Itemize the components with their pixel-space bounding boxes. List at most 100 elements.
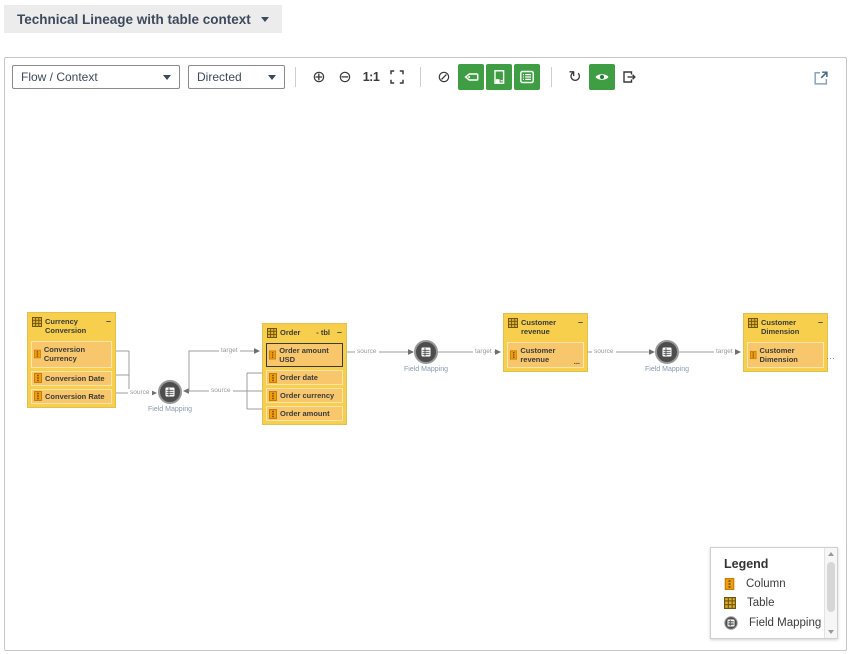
table-title: Currency Conversion: [45, 317, 87, 336]
column-label: Customer Dimension: [759, 345, 798, 364]
column-row[interactable]: Order amount: [266, 406, 343, 421]
open-external-button[interactable]: [808, 65, 832, 89]
zoom-out-button[interactable]: ⊖: [333, 65, 357, 89]
scrollbar-thumb[interactable]: [827, 562, 835, 612]
direction-value: Directed: [197, 70, 242, 84]
column-icon: [510, 350, 518, 360]
field-mapping-icon: [662, 347, 672, 357]
disable-button[interactable]: ⊘: [432, 65, 456, 89]
show-details-toggle[interactable]: [486, 64, 512, 90]
column-row[interactable]: Order date: [266, 370, 343, 385]
field-mapping-label: Field Mapping: [404, 366, 448, 373]
column-row[interactable]: Customer Dimension: [747, 341, 824, 368]
column-row[interactable]: Conversion Rate: [31, 388, 112, 404]
continuation-ellipsis: ⋯: [826, 353, 836, 363]
column-label: Conversion Date: [45, 373, 105, 383]
visibility-toggle[interactable]: [589, 64, 615, 90]
column-icon: [750, 350, 757, 359]
table-icon: [508, 318, 518, 328]
column-row-selected[interactable]: Order amount USD: [266, 343, 343, 367]
lineage-toolbar: Flow / Context Directed ⊕ ⊖ 1:1 ⊘: [5, 58, 846, 92]
column-label: Conversion Currency: [43, 345, 86, 364]
table-icon: [267, 328, 277, 338]
field-mapping-icon: [421, 347, 431, 357]
view-mode-select[interactable]: Flow / Context: [12, 65, 180, 89]
column-row[interactable]: Conversion Date: [31, 370, 112, 386]
table-title: Customer Dimension: [761, 318, 800, 337]
fit-to-screen-icon: [390, 70, 404, 84]
table-node-header: Order - tbl –: [266, 326, 343, 340]
column-label: Order date: [280, 373, 318, 382]
document-icon: [494, 70, 505, 84]
collapse-toggle[interactable]: –: [817, 317, 823, 327]
field-mapping-node[interactable]: [655, 340, 679, 364]
legend-panel: Legend Column Table Field Mapping: [710, 547, 838, 639]
edge-label: source: [592, 348, 616, 356]
column-label: Order amount: [280, 409, 330, 418]
column-label: Order currency: [280, 391, 335, 400]
scroll-up-icon[interactable]: [828, 552, 834, 556]
direction-select[interactable]: Directed: [188, 65, 285, 89]
table-node-customer-dimension[interactable]: Customer Dimension – Customer Dimension: [743, 313, 828, 372]
legend-scrollbar[interactable]: [824, 548, 837, 638]
show-labels-toggle[interactable]: [458, 64, 484, 90]
column-row[interactable]: Customer revenue ...: [507, 341, 584, 368]
tag-icon: [464, 73, 479, 81]
legend-label: Table: [747, 597, 775, 609]
column-icon: [34, 349, 41, 359]
refresh-icon: ↻: [568, 67, 582, 86]
edge-label: target: [219, 347, 240, 355]
truncation-ellipsis: ...: [573, 356, 580, 366]
field-mapping-node[interactable]: [414, 340, 438, 364]
column-icon: [269, 350, 277, 360]
column-icon: [34, 391, 42, 402]
legend-item-field-mapping: Field Mapping: [724, 616, 837, 630]
eye-icon: [595, 74, 609, 80]
field-mapping-label: Field Mapping: [148, 406, 192, 413]
fit-to-screen-button[interactable]: [385, 65, 409, 89]
one-to-one-icon: 1:1: [362, 70, 380, 84]
actual-size-button[interactable]: 1:1: [359, 65, 383, 89]
collapse-toggle[interactable]: –: [105, 316, 111, 326]
field-mapping-node[interactable]: [158, 380, 182, 404]
column-row[interactable]: Conversion Currency: [31, 340, 112, 368]
edge-label: target: [714, 348, 735, 356]
collapse-toggle[interactable]: –: [336, 327, 342, 337]
export-button[interactable]: [617, 65, 641, 89]
table-node-order[interactable]: Order - tbl – Order amount USD Order dat…: [262, 323, 347, 425]
table-node-header: Customer revenue –: [507, 316, 584, 339]
legend-label: Column: [746, 578, 786, 590]
column-row[interactable]: Order currency: [266, 388, 343, 403]
scroll-down-icon[interactable]: [828, 630, 834, 634]
lineage-type-dropdown[interactable]: Technical Lineage with table context: [4, 5, 282, 33]
table-title: Order: [280, 328, 301, 337]
collapse-toggle[interactable]: –: [577, 317, 583, 327]
table-icon: [724, 597, 736, 609]
column-icon: [269, 390, 277, 401]
show-list-toggle[interactable]: [514, 64, 540, 90]
table-title-suffix: - tbl: [316, 328, 330, 337]
slashed-circle-icon: ⊘: [437, 67, 451, 86]
export-icon: [623, 71, 636, 83]
column-icon: [269, 408, 277, 419]
zoom-out-icon: ⊖: [338, 67, 352, 86]
edge-label: target: [473, 348, 494, 356]
table-node-currency-conversion[interactable]: Currency Conversion – Conversion Currenc…: [27, 312, 116, 408]
table-icon: [748, 318, 758, 328]
table-title: Customer revenue: [521, 318, 557, 337]
legend-title: Legend: [724, 557, 769, 571]
table-node-header: Customer Dimension –: [747, 316, 824, 339]
column-label: Customer revenue: [520, 345, 556, 364]
field-mapping-icon: [165, 387, 175, 397]
zoom-in-button[interactable]: ⊕: [307, 65, 331, 89]
column-icon: [724, 578, 735, 590]
legend-item-column: Column: [724, 578, 837, 590]
field-mapping-icon: [724, 616, 738, 630]
view-mode-value: Flow / Context: [21, 70, 98, 84]
table-icon: [32, 317, 42, 327]
table-node-customer-revenue[interactable]: Customer revenue – Customer revenue ...: [503, 313, 588, 372]
lineage-type-label: Technical Lineage with table context: [17, 11, 251, 27]
refresh-button[interactable]: ↻: [563, 65, 587, 89]
